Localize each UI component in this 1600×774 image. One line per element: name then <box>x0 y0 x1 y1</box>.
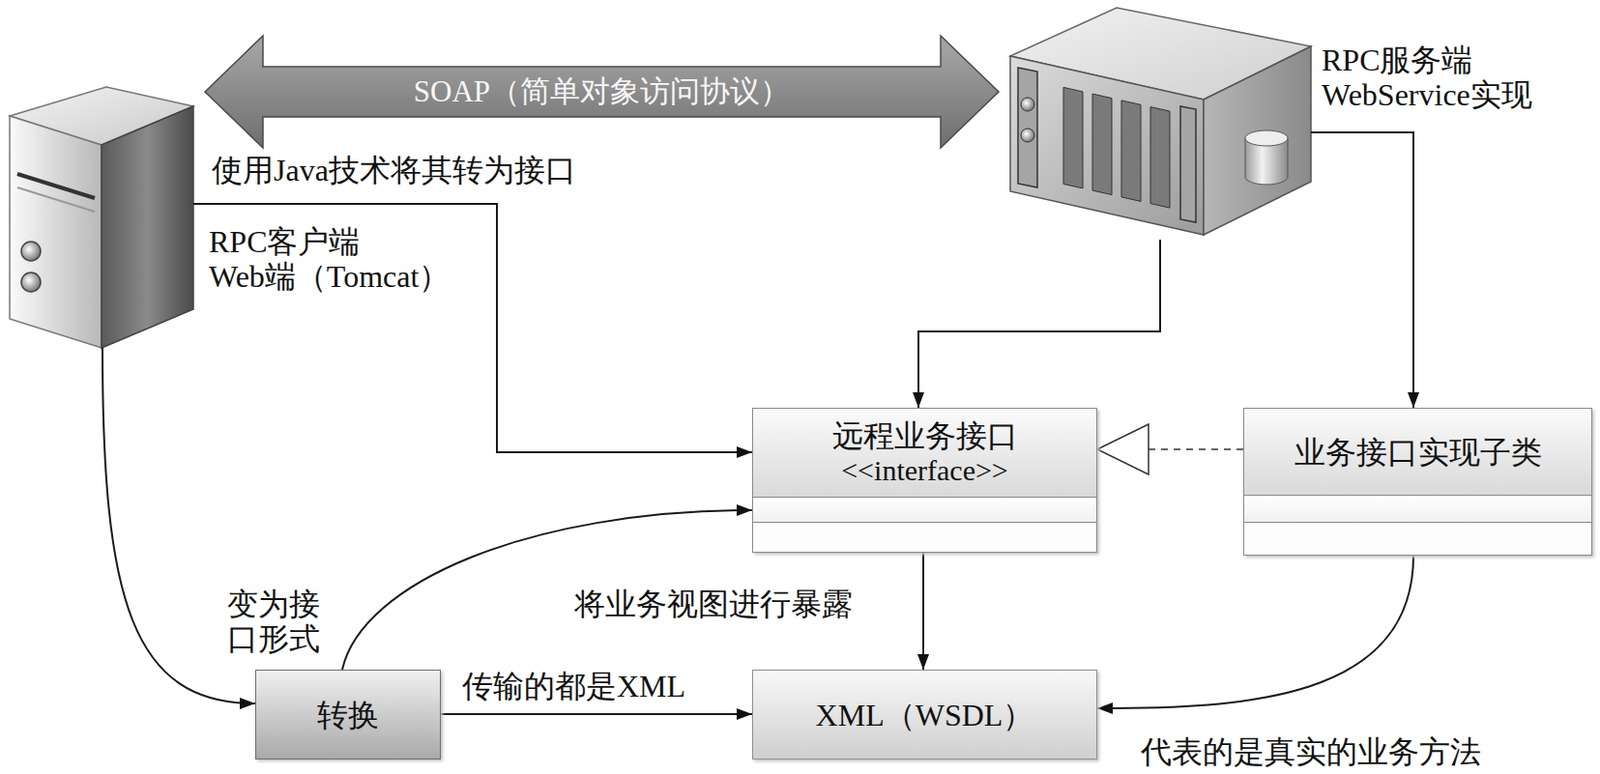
server-caption: RPC服务端 WebService实现 <box>1321 42 1533 113</box>
interface-class: 远程业务接口<<interface>> <box>752 407 1098 553</box>
text-line: RPC客户端 <box>208 224 450 260</box>
server-caption: RPC客户端 Web端（Tomcat） <box>208 224 450 294</box>
class-name: 业务接口实现子类 <box>1294 435 1542 470</box>
rpc-server: RPC服务端 WebService实现 <box>1010 7 1311 240</box>
box-label: XML（WSDL） <box>815 698 1035 733</box>
class-attributes <box>1244 495 1592 524</box>
class-name: 远程业务接口 <box>832 418 1019 454</box>
xml-box: XML（WSDL） <box>752 669 1098 760</box>
curved-arrow <box>1097 555 1414 709</box>
text-line: 口形式 <box>227 621 320 657</box>
convert-box: 转换 <box>255 669 441 760</box>
class-header: 远程业务接口<<interface>> <box>753 408 1097 498</box>
edge-label: 变为接 口形式 <box>224 586 323 657</box>
elbow-arrow <box>918 239 1161 408</box>
server-label: RPC客户端 Web端（Tomcat） <box>208 224 450 294</box>
edge-label: 传输的都是XML <box>459 669 689 704</box>
class-attributes <box>753 497 1097 524</box>
text-line: RPC服务端 <box>1321 42 1533 78</box>
edge-label: SOAP（简单对象访问协议） <box>410 74 793 110</box>
text-line: WebService实现 <box>1321 77 1533 113</box>
server-label: RPC服务端 WebService实现 <box>1321 42 1533 113</box>
elbow-arrow <box>1310 132 1414 408</box>
stereotype: <<interface>> <box>841 453 1009 489</box>
hollow-triangle <box>1097 424 1149 475</box>
client-server: RPC客户端 Web端（Tomcat） <box>9 87 194 349</box>
elbow-arrow <box>193 203 753 453</box>
client-tower <box>9 87 194 349</box>
realization-line <box>1148 448 1244 451</box>
soap-double-arrow <box>204 35 999 148</box>
elbow-arrow <box>440 713 753 716</box>
edge-label: 使用Java技术将其转为接口 <box>208 152 580 188</box>
rack-server <box>1010 7 1311 235</box>
text-line: Web端（Tomcat） <box>208 259 450 294</box>
impl-class: 业务接口实现子类 <box>1243 407 1593 556</box>
edge-label: 将业务视图进行暴露 <box>571 586 856 622</box>
edge-label: 代表的是真实的业务方法 <box>1137 734 1484 770</box>
elbow-arrow <box>922 552 925 670</box>
text-line: 变为接 <box>227 586 320 622</box>
realization-connector <box>1097 424 1244 475</box>
class-header: 业务接口实现子类 <box>1244 408 1592 496</box>
box-label: 转换 <box>317 698 379 733</box>
